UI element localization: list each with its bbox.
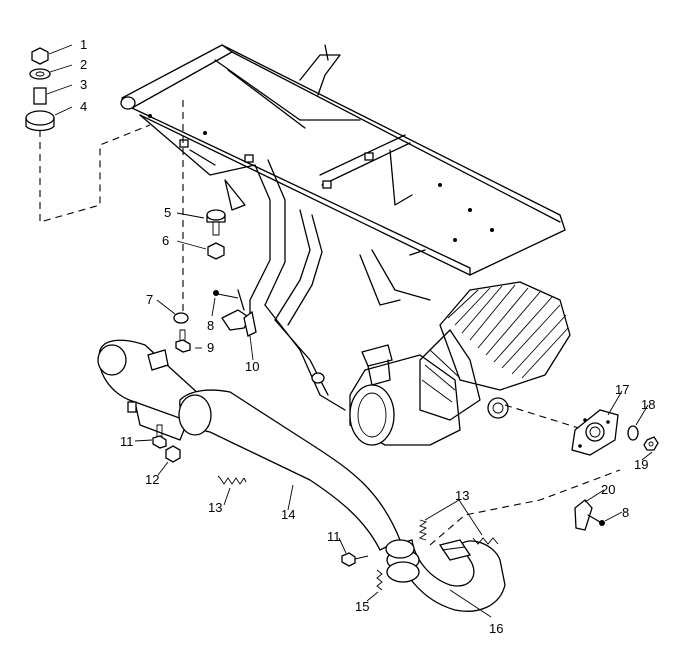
callout-17: 17 bbox=[615, 382, 629, 397]
callout-13-right: 13 bbox=[455, 488, 469, 503]
flange bbox=[571, 409, 619, 456]
callout-16: 16 bbox=[489, 621, 503, 636]
callout-10: 10 bbox=[245, 359, 259, 374]
bracket-20 bbox=[574, 499, 593, 531]
leader-lines bbox=[46, 44, 653, 618]
callout-18: 18 bbox=[641, 397, 655, 412]
bracket-10 bbox=[243, 310, 257, 337]
callout-11-lower: 11 bbox=[327, 529, 341, 544]
grommet-5 bbox=[206, 209, 226, 236]
washer-18 bbox=[627, 425, 639, 441]
exhaust-alignment-line bbox=[429, 469, 621, 546]
callout-numbers: 1 2 3 4 5 6 7 8 9 10 11 12 13 14 15 16 1… bbox=[80, 37, 655, 636]
exhaust-pipe bbox=[385, 539, 506, 612]
callout-11-left: 11 bbox=[120, 434, 134, 449]
callout-15: 15 bbox=[355, 599, 369, 614]
callout-1: 1 bbox=[80, 37, 87, 52]
screw-8-left bbox=[213, 290, 219, 296]
callout-8-left: 8 bbox=[207, 318, 214, 333]
mount-hardware-stack bbox=[25, 47, 151, 223]
callout-3: 3 bbox=[80, 77, 87, 92]
callout-4: 4 bbox=[80, 99, 87, 114]
callout-6: 6 bbox=[162, 233, 169, 248]
callout-19: 19 bbox=[634, 457, 648, 472]
bolt-9 bbox=[175, 329, 191, 353]
frame bbox=[120, 44, 566, 411]
nut-12 bbox=[165, 445, 181, 463]
spring-13-right-a bbox=[418, 519, 428, 541]
nut-19 bbox=[643, 436, 659, 451]
spring-13-left bbox=[217, 475, 247, 485]
bolt-11-lower bbox=[341, 552, 369, 567]
callout-12: 12 bbox=[145, 472, 159, 487]
spring-15 bbox=[376, 569, 383, 591]
callout-20: 20 bbox=[601, 482, 615, 497]
callout-14: 14 bbox=[281, 507, 295, 522]
callout-8-right: 8 bbox=[622, 505, 629, 520]
washer-7 bbox=[173, 312, 189, 324]
callout-13-left: 13 bbox=[208, 500, 222, 515]
callout-2: 2 bbox=[80, 57, 87, 72]
callout-9: 9 bbox=[207, 340, 214, 355]
engine bbox=[349, 281, 586, 446]
bolt-11-left bbox=[152, 424, 167, 449]
callout-7: 7 bbox=[146, 292, 153, 307]
nut-6 bbox=[207, 242, 225, 260]
callout-5: 5 bbox=[164, 205, 171, 220]
spring-13-right-b bbox=[472, 537, 499, 545]
screw-8-right bbox=[587, 514, 601, 523]
